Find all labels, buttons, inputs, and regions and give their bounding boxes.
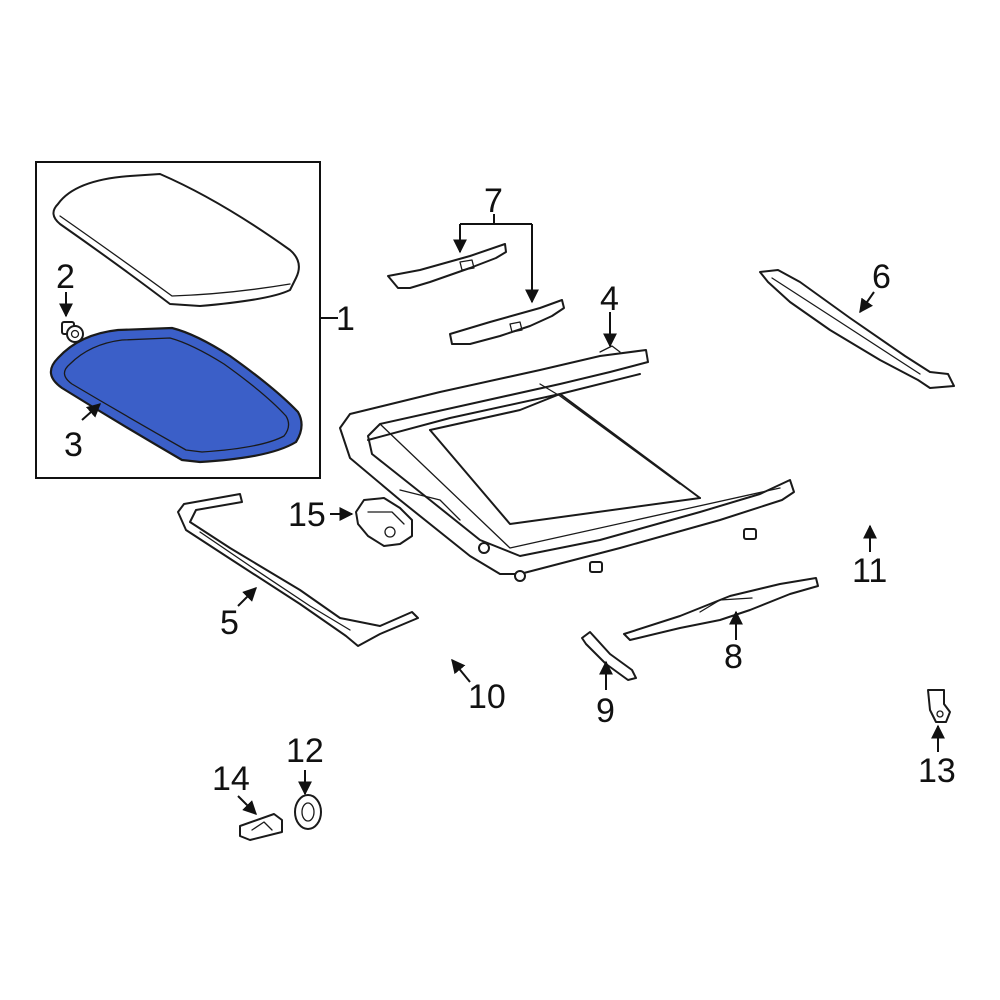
rear-drain-hose[interactable] <box>743 512 940 682</box>
drain-grommet[interactable] <box>294 794 322 830</box>
callout-14: 14 <box>212 760 250 798</box>
sunroof-motor[interactable] <box>355 497 413 547</box>
callout-6: 6 <box>872 258 891 296</box>
drain-elbow[interactable] <box>927 689 951 723</box>
callout-2: 2 <box>56 258 75 296</box>
callout-15: 15 <box>288 496 326 534</box>
callout-7: 7 <box>484 182 503 220</box>
leader-lines <box>59 214 945 815</box>
callout-9: 9 <box>596 692 615 730</box>
callout-5: 5 <box>220 604 239 642</box>
callout-13: 13 <box>918 752 956 790</box>
callout-3: 3 <box>64 426 83 464</box>
callout-labels: 1 2 3 4 5 6 7 8 9 10 11 12 13 14 15 <box>56 182 956 798</box>
front-drain-hose[interactable] <box>338 561 603 822</box>
bracket-upper[interactable] <box>387 243 507 289</box>
glass-assembly-inset <box>35 161 321 479</box>
callout-12: 12 <box>286 732 324 770</box>
callout-10: 10 <box>468 678 506 716</box>
drain-connector[interactable] <box>581 631 637 681</box>
callout-8: 8 <box>724 638 743 676</box>
sunroof-frame[interactable] <box>339 345 795 582</box>
bolt[interactable] <box>61 321 84 343</box>
callout-11: 11 <box>852 552 887 590</box>
drain-clip[interactable] <box>239 813 283 841</box>
glass-panel[interactable] <box>52 173 300 307</box>
bracket-lower[interactable] <box>449 299 565 345</box>
front-deflector[interactable] <box>177 493 419 647</box>
callout-1: 1 <box>336 300 355 338</box>
rear-deflector-rail[interactable] <box>759 269 955 389</box>
callout-4: 4 <box>600 280 619 318</box>
side-rail[interactable] <box>623 577 819 641</box>
